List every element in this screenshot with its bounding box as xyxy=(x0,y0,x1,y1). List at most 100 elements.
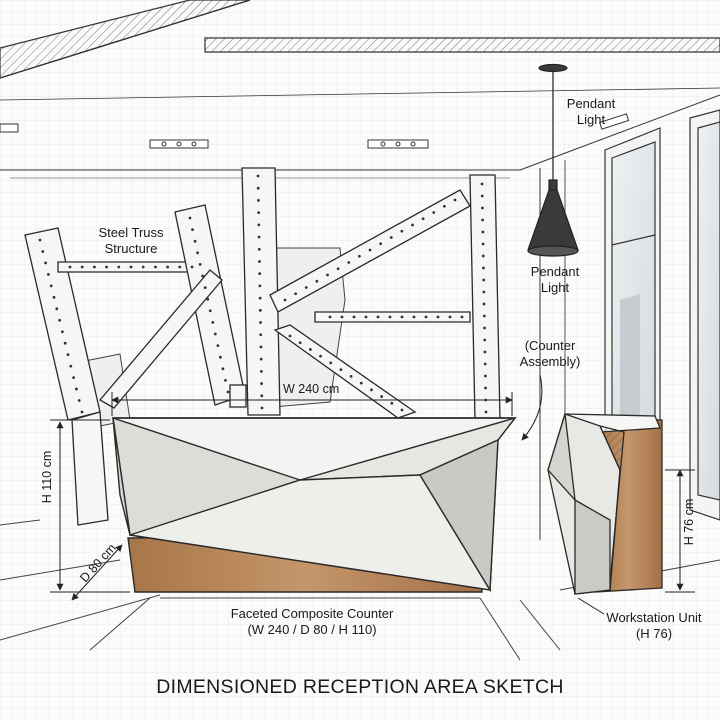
bolt-hole xyxy=(432,211,436,214)
bolt-hole xyxy=(400,315,404,319)
bolt-hole xyxy=(339,368,343,372)
pendant-label-top: Pendant Light xyxy=(556,96,626,128)
dimension-lines xyxy=(50,374,695,615)
bolt-hole xyxy=(259,369,263,373)
bolt-hole xyxy=(221,367,225,371)
assembly-label: (Counter Assembly) xyxy=(512,338,588,370)
bolt-hole xyxy=(49,284,53,288)
bolt-hole xyxy=(201,274,205,278)
bolt-hole xyxy=(357,254,361,258)
truss-label-line1: Steel Truss xyxy=(98,225,164,240)
pendant-label-mid-line2: Light xyxy=(540,280,570,295)
workstation-label-line1: Workstation Unit xyxy=(606,610,702,625)
bolt-hole xyxy=(329,361,333,365)
workstation-height-dimension: H 76 cm xyxy=(682,498,696,546)
bolt-hole xyxy=(460,315,464,319)
bolt-hole xyxy=(448,315,452,319)
bolt-hole xyxy=(288,334,292,338)
bolt-hole xyxy=(364,315,368,319)
bolt-hole xyxy=(72,376,75,379)
bolt-hole xyxy=(75,387,78,391)
bolt-hole xyxy=(283,298,287,302)
bolt-hole xyxy=(453,198,457,202)
bolt-hole xyxy=(259,321,262,324)
bolt-hole xyxy=(483,350,487,354)
bolt-hole xyxy=(208,309,212,313)
bolt-hole xyxy=(260,394,264,398)
bolt-hole xyxy=(484,386,487,390)
pendant-label-mid-line1: Pendant xyxy=(530,264,580,279)
bolt-hole xyxy=(411,223,414,227)
pendant-label-top-line1: Pendant xyxy=(566,96,616,111)
bolt-hole xyxy=(259,345,263,349)
bolt-hole xyxy=(352,315,356,319)
bolt-hole xyxy=(336,267,340,271)
bolt-hole xyxy=(258,260,261,263)
bolt-hole xyxy=(436,315,440,319)
bolt-hole xyxy=(63,341,67,345)
bolt-hole xyxy=(188,216,192,220)
counter-label-line2: (W 240 / D 80 / H 110) xyxy=(247,622,377,637)
bolt-hole xyxy=(260,382,263,385)
bolt-hole xyxy=(257,199,260,202)
pendant-label-top-line2: Light xyxy=(576,112,606,127)
bolt-hole xyxy=(219,355,222,359)
bolt-hole xyxy=(400,408,404,412)
bolt-hole xyxy=(483,362,487,366)
bolt-hole xyxy=(298,341,302,345)
bolt-hole xyxy=(483,326,486,330)
bolt-hole xyxy=(38,238,42,242)
bolt-hole xyxy=(256,174,260,178)
bolt-hole xyxy=(379,242,383,246)
bolt-hole xyxy=(481,218,485,222)
bolt-hole xyxy=(58,318,61,322)
bolt-hole xyxy=(203,286,207,289)
bolt-hole xyxy=(482,266,485,270)
bolt-hole xyxy=(482,278,486,282)
bolt-hole xyxy=(258,284,262,288)
bolt-hole xyxy=(480,182,484,186)
bolt-hole xyxy=(376,315,380,319)
reception-counter xyxy=(112,416,517,593)
bolt-hole xyxy=(41,250,45,253)
bolt-hole xyxy=(191,228,194,232)
bolt-hole xyxy=(259,357,263,361)
bolt-hole xyxy=(349,374,353,378)
bolt-hole xyxy=(154,265,157,269)
bolt-hole xyxy=(390,401,394,405)
bolt-hole xyxy=(105,265,108,269)
page-title: DIMENSIONED RECEPTION AREA SKETCH xyxy=(156,676,564,698)
pendant-label-mid: Pendant Light xyxy=(520,264,590,296)
bolt-hole xyxy=(442,204,446,208)
bolt-hole xyxy=(483,338,487,342)
workstation-label: Workstation Unit (H 76) xyxy=(596,610,712,642)
assembly-label-line2: Assembly) xyxy=(519,354,581,369)
bolt-hole xyxy=(141,265,145,269)
bolt-hole xyxy=(52,295,56,299)
bolt-hole xyxy=(481,254,485,258)
bolt-hole xyxy=(328,315,332,319)
bolt-hole xyxy=(481,230,485,234)
bolt-hole xyxy=(213,332,217,336)
bolt-hole xyxy=(166,265,170,269)
bolt-hole xyxy=(66,353,70,357)
bolt-hole xyxy=(388,315,392,319)
bolt-hole xyxy=(224,379,227,382)
bolt-hole xyxy=(315,279,319,283)
bolt-hole xyxy=(258,296,262,300)
bolt-hole xyxy=(308,348,312,351)
bolt-hole xyxy=(257,223,261,227)
bolt-hole xyxy=(368,248,372,252)
bolt-hole xyxy=(190,265,194,269)
bolt-hole xyxy=(421,217,425,221)
ceiling-lights xyxy=(0,113,630,149)
bolt-hole xyxy=(347,261,351,264)
bolt-hole xyxy=(400,229,404,233)
bolt-hole xyxy=(326,273,329,277)
truss-bolts xyxy=(38,174,488,414)
bolt-hole xyxy=(412,315,416,319)
bolt-hole xyxy=(481,206,484,210)
bolt-hole xyxy=(68,265,72,269)
bolt-hole xyxy=(258,272,262,276)
